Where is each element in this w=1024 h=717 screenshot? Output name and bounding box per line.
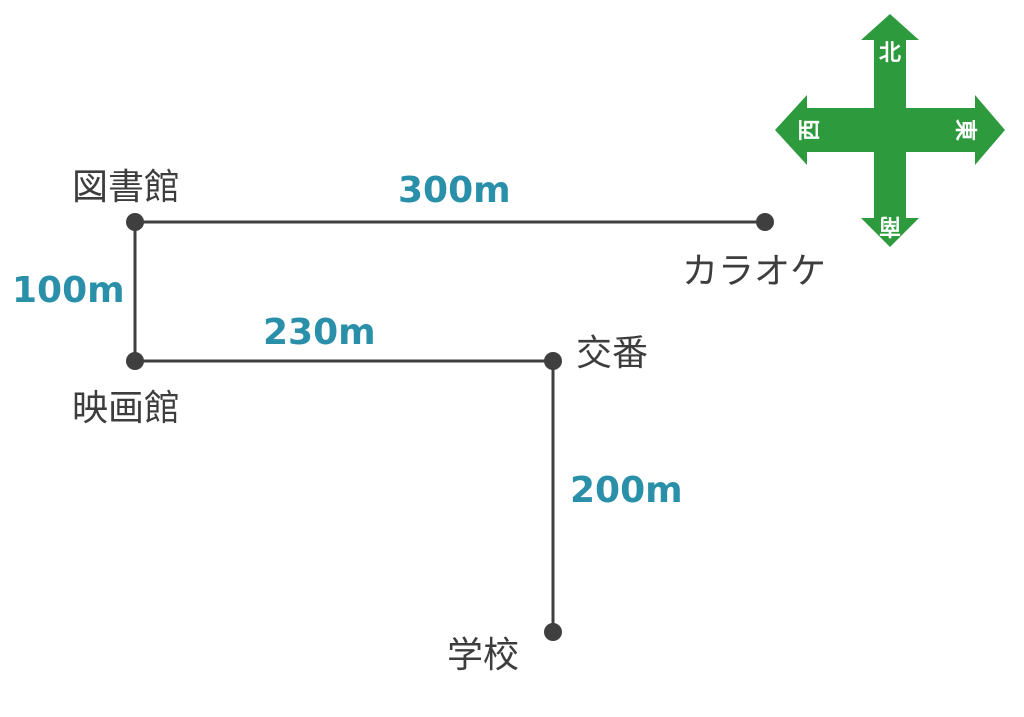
compass-east: 東 [952, 119, 977, 141]
compass-west: 西 [798, 119, 823, 141]
distance-police-box-school: 200m [570, 470, 683, 511]
compass-north: 北 [879, 41, 901, 66]
label-cinema: 映画館 [72, 388, 180, 429]
label-school: 学校 [447, 635, 519, 676]
distance-library-cinema: 100m [12, 270, 125, 311]
node-school [544, 623, 562, 641]
compass-icon: 北 南 東 西 [775, 14, 1005, 247]
label-library: 図書館 [72, 167, 180, 208]
node-police-box [544, 352, 562, 370]
compass-south: 南 [879, 213, 901, 238]
compass-cross [775, 14, 1005, 247]
distance-library-karaoke: 300m [398, 170, 511, 211]
distance-cinema-police-box: 230m [263, 312, 376, 353]
label-karaoke: カラオケ [682, 251, 826, 292]
node-library [126, 213, 144, 231]
node-karaoke [756, 213, 774, 231]
node-cinema [126, 352, 144, 370]
label-police-box: 交番 [576, 333, 648, 374]
